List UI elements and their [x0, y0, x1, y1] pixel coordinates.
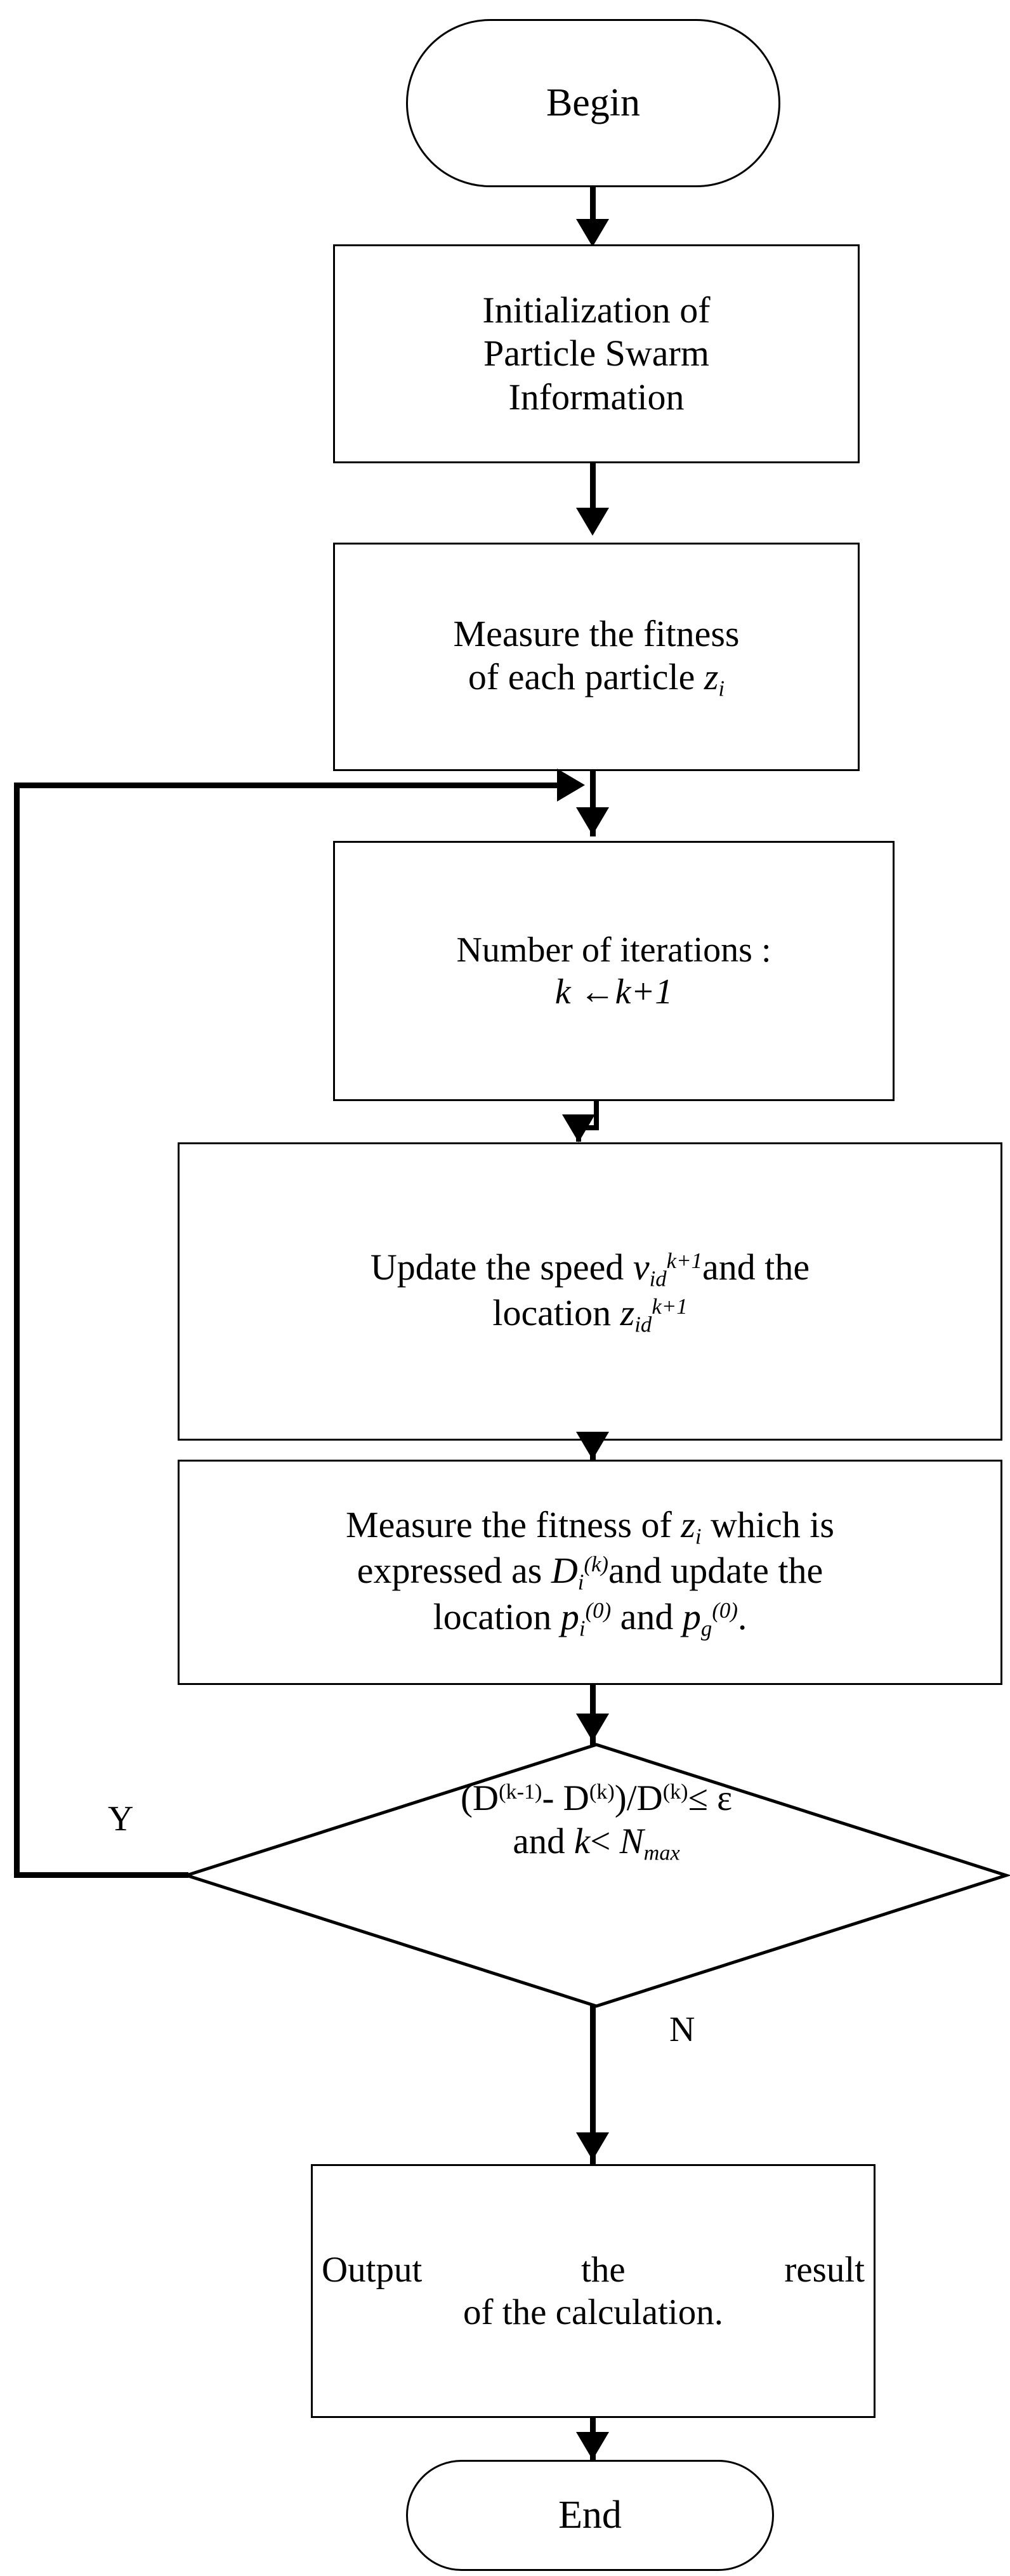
node-iteration-counter-line1: Number of iterations :	[456, 930, 771, 970]
measure2-line2-sub: i	[577, 1569, 584, 1595]
iteration-assign-expr: k ←k+1	[554, 972, 673, 1012]
node-measure-fitness-each-line1: Measure the fitness	[453, 612, 740, 654]
node-decision-label: (D(k-1)- D(k))/D(k)≤ ε and k< Nmax	[209, 1777, 983, 1866]
node-end[interactable]: End	[406, 2460, 774, 2571]
update-line2-prefix: location	[492, 1292, 620, 1333]
node-measure2-line2: expressed as Di(k)and update the	[188, 1549, 992, 1595]
node-initialization[interactable]: Initialization of Particle Swarm Informa…	[333, 244, 860, 463]
measure2-line3-var1: p	[560, 1595, 579, 1637]
node-measure-fitness-each-line2: of each particle zi	[344, 656, 849, 701]
edge-iteration-to-update-upper	[594, 1100, 599, 1130]
decision-l1-sup2: (k)	[589, 1780, 615, 1804]
arrowhead-measure2-to-decision	[576, 1714, 609, 1741]
node-iteration-counter-label: Number of iterations : k ←k+1	[335, 929, 893, 1013]
node-update-speed-location[interactable]: Update the speed vidk+1and the location …	[178, 1142, 1002, 1441]
update-line1-sup: k+1	[666, 1248, 702, 1273]
measure2-line2-var: D	[551, 1550, 578, 1592]
arrowhead-measure-fitness-to-iteration	[576, 807, 609, 835]
node-begin-label: Begin	[546, 81, 641, 124]
arrowhead-iteration-to-update	[562, 1114, 595, 1142]
branch-label-yes: Y	[108, 1799, 134, 1839]
measure2-line3-sub2: g	[700, 1616, 712, 1641]
measure2-line3-prefix: location	[433, 1595, 561, 1637]
decision-l2-var2: N	[619, 1821, 644, 1862]
update-line2-var: z	[620, 1292, 635, 1333]
update-line1-prefix: Update the speed	[370, 1246, 633, 1288]
arrowhead-update-to-measure2	[576, 1432, 609, 1460]
node-update-line2: location zidk+1	[188, 1291, 992, 1337]
measure2-line3-suffix: .	[737, 1595, 747, 1637]
node-iteration-counter[interactable]: Number of iterations : k ←k+1	[333, 841, 895, 1101]
measure2-line1-prefix: Measure the fitness of	[346, 1503, 681, 1545]
node-measure-fitness-each[interactable]: Measure the fitness of each particle zi	[333, 543, 860, 771]
measure2-line2-prefix: expressed as	[357, 1550, 551, 1592]
arrowhead-output-to-end	[576, 2432, 609, 2460]
measure2-line3-var2: p	[682, 1595, 701, 1637]
arrowhead-feedback-loop	[557, 769, 585, 802]
edge-decision-to-output	[590, 2005, 596, 2167]
update-line1-suffix: and the	[702, 1246, 810, 1288]
measure2-line3-sub1: i	[579, 1616, 586, 1641]
node-output-line1: Output the result	[322, 2249, 865, 2290]
node-initialization-label: Initialization of Particle Swarm Informa…	[335, 289, 858, 419]
decision-l1-sup1: (k-1)	[499, 1780, 542, 1804]
arrowhead-initialization-to-measure-fitness	[576, 508, 609, 536]
decision-l1-b: - D	[542, 1778, 589, 1818]
node-begin[interactable]: Begin	[406, 19, 780, 187]
node-end-label: End	[558, 2493, 622, 2537]
update-line1-var: v	[633, 1246, 650, 1288]
feedback-loop-top-segment	[14, 783, 560, 788]
feedback-loop-left-segment	[14, 783, 20, 1878]
arrowhead-begin-to-initialization	[576, 219, 609, 247]
node-measure2-line3: location pi(0) and pg(0).	[188, 1595, 992, 1641]
edge-begin-to-initialization	[590, 186, 596, 225]
measure-each-prefix: of each particle	[468, 656, 704, 697]
update-line2-sup: k+1	[652, 1293, 688, 1319]
arrowhead-decision-to-output	[576, 2132, 609, 2160]
decision-l2-prefix: and	[513, 1821, 574, 1862]
node-output[interactable]: Output the result of the calculation.	[311, 2164, 876, 2418]
edge-measure-fitness-to-iteration	[590, 770, 596, 836]
edge-initialization-to-measure-fitness	[590, 462, 596, 514]
node-measure-fitness-update-label: Measure the fitness of zi which is expre…	[180, 1503, 1000, 1641]
decision-l1-a: (D	[460, 1778, 499, 1818]
node-update-line1: Update the speed vidk+1and the	[188, 1246, 992, 1291]
measure2-line3-sup2: (0)	[712, 1597, 738, 1623]
node-measure2-line1: Measure the fitness of zi which is	[188, 1503, 992, 1549]
node-decision[interactable]	[181, 1742, 1010, 2009]
node-decision-line1: (D(k-1)- D(k))/D(k)≤ ε	[209, 1777, 983, 1820]
branch-label-no: N	[669, 2010, 695, 2049]
node-measure-fitness-each-label: Measure the fitness of each particle zi	[335, 612, 858, 702]
decision-l2-var1: k	[574, 1821, 591, 1862]
measure2-line2-sup: (k)	[584, 1552, 608, 1577]
node-decision-line2: and k< Nmax	[209, 1820, 983, 1866]
measure2-line1-suffix: which is	[701, 1503, 834, 1545]
node-initialization-line3: Information	[508, 376, 685, 418]
node-initialization-line2: Particle Swarm	[483, 333, 709, 374]
node-update-speed-location-label: Update the speed vidk+1and the location …	[180, 1246, 1000, 1338]
measure-each-sub: i	[718, 676, 725, 701]
node-output-label: Output the result of the calculation.	[313, 2249, 874, 2334]
measure2-line3-mid: and	[611, 1595, 683, 1637]
measure2-line1-var: z	[681, 1503, 695, 1545]
decision-l1-sup3: (k)	[662, 1780, 688, 1804]
node-output-line2: of the calculation.	[463, 2292, 723, 2332]
measure2-line3-sup1: (0)	[585, 1597, 612, 1623]
node-iteration-counter-line2: k ←k+1	[344, 971, 884, 1013]
update-line2-sub: id	[634, 1312, 652, 1337]
node-measure-fitness-update[interactable]: Measure the fitness of zi which is expre…	[178, 1460, 1002, 1685]
measure2-line1-sub: i	[695, 1524, 702, 1549]
feedback-loop-bottom-segment	[14, 1872, 188, 1878]
node-initialization-line1: Initialization of	[482, 289, 711, 331]
decision-l2-op: <	[590, 1821, 620, 1862]
decision-l1-d: ≤ ε	[688, 1778, 733, 1818]
decision-l1-c: )/D	[614, 1778, 663, 1818]
measure-each-var: z	[704, 656, 719, 697]
update-line1-sub: id	[649, 1265, 667, 1291]
measure2-line2-suffix: and update the	[608, 1550, 823, 1592]
decision-l2-sub: max	[643, 1841, 680, 1865]
